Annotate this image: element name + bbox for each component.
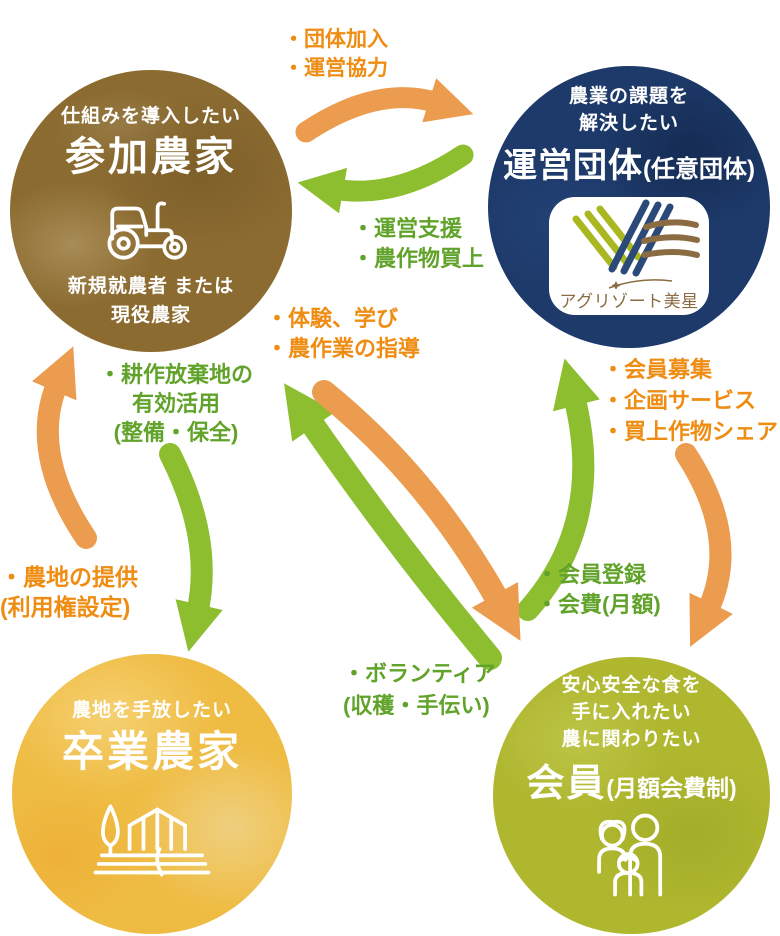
label-experience-learning: ・体験、学び ・農作業の指導 — [266, 306, 421, 362]
node-title: 参加農家 — [65, 134, 237, 179]
label-volunteer: ・ボランティア (収穫・手伝い) — [343, 661, 496, 718]
tractor-icon — [99, 185, 203, 272]
node-subtitle: 新規就農者 または 現役農家 — [67, 275, 235, 327]
arrow-sotsugyo-to-sanka — [31, 346, 97, 549]
arrow-kaiin-to-unei — [517, 358, 600, 621]
arrow-sanka-to-unei — [295, 78, 474, 143]
node-retiring-farmers: 農地を手放したい 卒業農家 — [12, 654, 292, 934]
node-tagline: 仕組みを導入したい — [60, 106, 241, 127]
node-tagline: 安心安全な食を 手に入れたい 農に関わりたい — [561, 675, 702, 750]
agrisort-logo: アグリゾート美星 — [549, 197, 709, 316]
label-farmland-offer: ・農地の提供 (利用権設定) — [0, 564, 138, 621]
node-title: 会員(月額会費制) — [526, 762, 737, 805]
arrow-unei-to-sanka — [297, 144, 474, 214]
logo-swoosh-icon — [608, 279, 673, 290]
label-member-recruiting: ・会員募集 ・企画サービス ・買上作物シェア — [602, 357, 779, 445]
label-member-registration: ・会員登録 ・会費(月額) — [536, 562, 661, 618]
label-abandoned-land-use: ・耕作放棄地の 有効活用 (整備・保全) — [98, 362, 253, 446]
node-tagline: 農地を手放したい — [71, 700, 232, 721]
arrow-sanka-to-kaiin — [312, 380, 521, 641]
arrow-sanka-to-sotsugyo — [159, 443, 223, 652]
farm-icon — [93, 785, 211, 886]
arrow-kaiin-to-sanka — [284, 383, 502, 670]
node-operating-organization: 農業の課題を 解決したい 運営団体(任意団体) — [488, 66, 770, 348]
arrow-unei-to-kaiin — [675, 443, 733, 647]
node-title: 運営団体(任意団体) — [503, 146, 755, 185]
label-join-organization: ・団体加入 ・運営協力 — [283, 28, 388, 80]
label-operation-support: ・運営支援 ・農作物買上 — [352, 216, 485, 272]
node-members: 安心安全な食を 手に入れたい 農に関わりたい 会員(月額会費制) — [493, 657, 770, 934]
node-tagline: 農業の課題を 解決したい — [568, 86, 689, 134]
logo-text: アグリゾート美星 — [559, 292, 699, 312]
node-title: 卒業農家 — [61, 727, 242, 775]
node-participating-farmers: 仕組みを導入したい 参加農家 新規就農者 または 現役農家 — [10, 70, 292, 352]
family-icon — [584, 808, 680, 907]
